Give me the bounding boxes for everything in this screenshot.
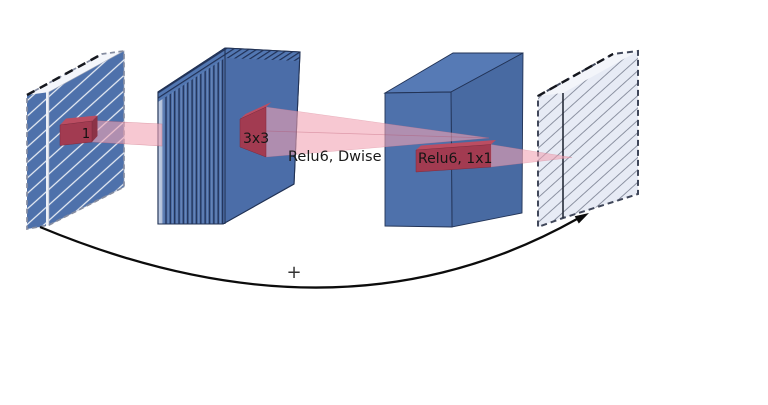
depthwise-cone-midline <box>265 130 490 139</box>
block2-layer-stripes <box>158 48 225 224</box>
residual-add-label: + <box>286 262 301 283</box>
expansion-box-side <box>92 115 98 142</box>
expansion-beam <box>91 120 163 147</box>
depthwise-kernel-label: 3x3 <box>243 131 269 147</box>
block4-front-hatch <box>563 51 638 218</box>
expansion-conv-label: 1 <box>82 127 90 142</box>
projection-bar-top <box>416 140 496 150</box>
block1-side-hatch <box>27 92 46 229</box>
depthwise-wedge-front <box>239 106 267 158</box>
output-feature-map-block <box>537 49 639 229</box>
expansion-box-front <box>59 120 93 146</box>
skip-arrowhead-icon <box>574 213 589 224</box>
depthwise-wedge-top <box>240 102 272 119</box>
depthwise-conv: 3x3 <box>239 102 490 158</box>
projection-cone <box>490 144 573 168</box>
block1-edge-band <box>46 92 49 226</box>
block2-first-layer-highlight <box>158 90 163 224</box>
projected-feature-map-block <box>383 52 524 228</box>
expansion-conv: 1 <box>59 115 163 147</box>
projection-activation-label: Relu6, 1x1 <box>418 151 492 167</box>
block4-top-face <box>538 51 638 96</box>
expansion-box-top <box>60 115 98 125</box>
residual-skip-connection: + <box>39 213 589 289</box>
block2-outline <box>157 47 301 225</box>
block1-top-face <box>27 51 124 95</box>
dwise-activation-label: Relu6, Dwise <box>288 149 382 165</box>
projection-conv: Relu6, 1x1 <box>415 140 573 173</box>
block4-back-top-edge <box>537 52 614 98</box>
skip-curve <box>39 217 578 289</box>
block1-dashed-outline <box>26 50 125 231</box>
input-feature-map-block <box>26 50 125 231</box>
block2-top-band-stripes <box>158 48 300 102</box>
expanded-feature-map-block <box>157 47 301 225</box>
